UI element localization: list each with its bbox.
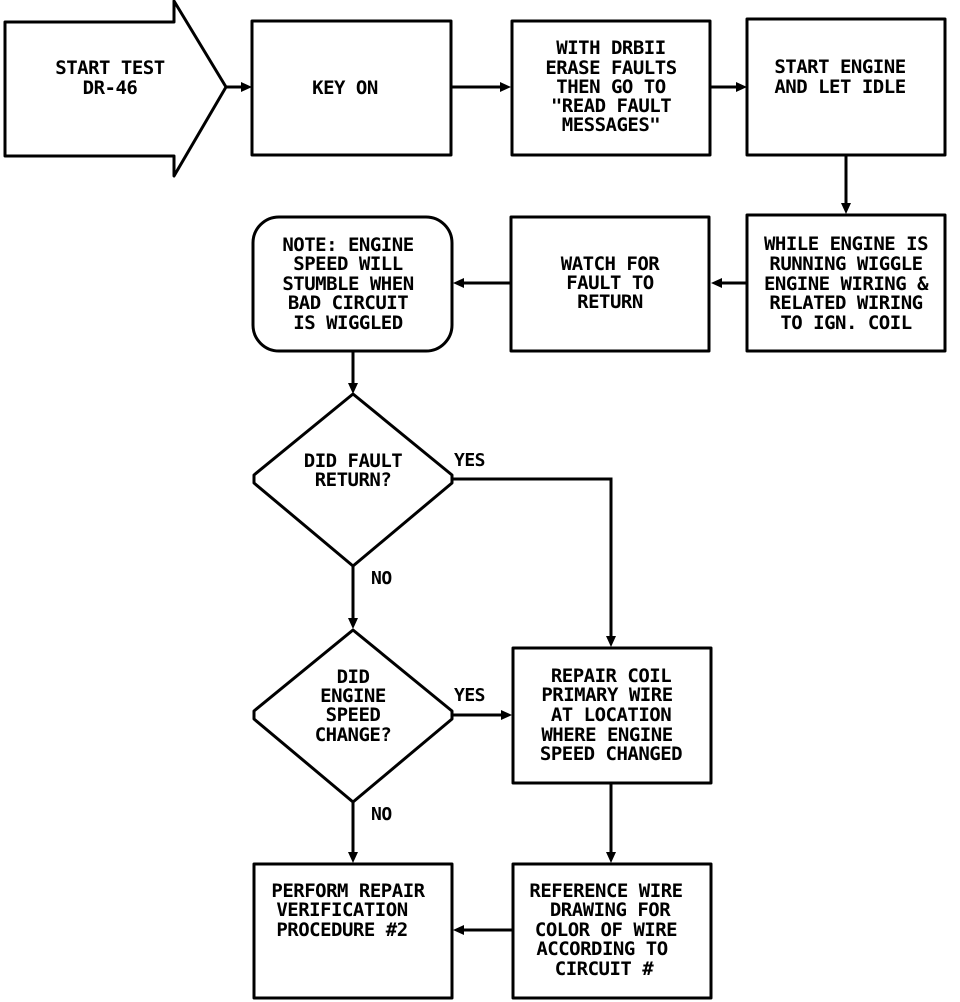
- watch-line-1: WATCH FOR: [561, 253, 661, 275]
- repair-coil-line-2: PRIMARY WIRE: [541, 684, 672, 706]
- node-wiggle-wiring[interactable]: WHILE ENGINE IS RUNNING WIGGLE ENGINE WI…: [745, 213, 947, 353]
- decision-fault-diamond: [252, 392, 454, 568]
- node-start-test[interactable]: START TEST DR-46: [3, 0, 228, 178]
- watch-line-2: FAULT TO: [566, 272, 654, 294]
- edge-watch-to-note: [453, 278, 511, 288]
- erase-faults-line-1: WITH DRBII: [556, 37, 665, 59]
- start-line-2: DR-46: [83, 77, 138, 99]
- start-engine-box: [745, 17, 947, 157]
- reference-wire-line-2: DRAWING FOR: [550, 899, 671, 921]
- decision-speed-line-3: SPEED: [326, 704, 381, 726]
- reference-wire-box: [511, 862, 713, 1000]
- erase-faults-line-5: MESSAGES": [562, 114, 660, 136]
- note-line-3: STUMBLE WHEN: [282, 273, 413, 295]
- reference-wire-line-4: ACCORDING TO: [536, 938, 667, 960]
- erase-faults-line-4: "READ FAULT: [551, 95, 671, 117]
- erase-faults-box: [510, 19, 712, 157]
- decision-speed-line-4: CHANGE?: [315, 724, 392, 746]
- edge-note-to-decision-fault: [348, 352, 358, 394]
- verification-box: [252, 862, 454, 1000]
- watch-line-3: RETURN: [577, 291, 643, 313]
- note-line-2: SPEED WILL: [293, 253, 402, 275]
- connectors: [226, 82, 851, 935]
- node-start-engine[interactable]: START ENGINE AND LET IDLE: [745, 17, 947, 157]
- edge-decision-speed-no: [348, 802, 358, 863]
- note-box: [251, 215, 454, 353]
- edge-wiggle-to-watch: [711, 278, 747, 288]
- decision-speed-line-1: DID: [337, 666, 370, 688]
- node-watch-fault[interactable]: WATCH FOR FAULT TO RETURN: [509, 215, 711, 353]
- edge-erase-faults-to-start-engine: [710, 82, 747, 92]
- key-on-box: [250, 19, 453, 157]
- edge-start-engine-to-wiggle: [841, 155, 851, 214]
- edge-decision-fault-no: [348, 566, 358, 629]
- wiggle-line-1: WHILE ENGINE IS: [764, 233, 928, 255]
- wiggle-line-5: TO IGN. COIL: [780, 312, 911, 334]
- repair-coil-line-1: REPAIR COIL: [551, 665, 671, 687]
- decision-speed-yes-label: YES: [454, 685, 485, 706]
- node-perform-verification[interactable]: PERFORM REPAIR VERIFICATION PROCEDURE #2: [252, 862, 454, 1000]
- node-decision-speed-change[interactable]: DID ENGINE SPEED CHANGE?: [252, 628, 454, 804]
- decision-speed-diamond: [252, 628, 454, 804]
- note-line-4: BAD CIRCUIT: [288, 292, 408, 314]
- node-erase-faults[interactable]: WITH DRBII ERASE FAULTS THEN GO TO "READ…: [510, 19, 712, 157]
- erase-faults-line-3: THEN GO TO: [556, 76, 665, 98]
- edge-decision-fault-yes: [452, 477, 616, 647]
- repair-coil-line-3: AT LOCATION: [551, 704, 671, 726]
- node-repair-coil[interactable]: REPAIR COIL PRIMARY WIRE AT LOCATION WHE…: [511, 646, 713, 785]
- reference-wire-line-1: REFERENCE WIRE: [529, 880, 682, 902]
- wiggle-line-4: RELATED WIRING: [769, 292, 922, 314]
- start-engine-line-1: START ENGINE: [774, 56, 905, 78]
- start-arrow-shape: [3, 0, 228, 178]
- decision-speed-no-label: NO: [371, 804, 392, 825]
- reference-wire-line-5: CIRCUIT #: [555, 958, 655, 980]
- node-decision-fault-return[interactable]: DID FAULT RETURN?: [252, 392, 454, 568]
- decision-fault-line-2: RETURN?: [315, 469, 392, 491]
- node-reference-wire[interactable]: REFERENCE WIRE DRAWING FOR COLOR OF WIRE…: [511, 862, 713, 1000]
- key-on-label: KEY ON: [312, 77, 378, 99]
- verification-line-2: VERIFICATION: [276, 899, 407, 921]
- note-line-5: IS WIGGLED: [293, 312, 402, 334]
- repair-coil-box: [511, 646, 713, 785]
- watch-box: [509, 215, 711, 353]
- wiggle-line-2: RUNNING WIGGLE: [769, 253, 922, 275]
- wiggle-box: [745, 213, 947, 353]
- erase-faults-line-2: ERASE FAULTS: [545, 57, 676, 79]
- start-line-1: START TEST: [55, 57, 164, 79]
- decision-fault-line-1: DID FAULT: [304, 450, 403, 472]
- verification-line-3: PROCEDURE #2: [276, 919, 407, 941]
- decision-speed-line-2: ENGINE: [320, 685, 386, 707]
- verification-line-1: PERFORM REPAIR: [271, 880, 425, 902]
- edge-start-to-key-on: [226, 82, 252, 92]
- decision-fault-yes-label: YES: [454, 450, 485, 471]
- edge-decision-speed-yes: [452, 710, 512, 720]
- wiggle-line-3: ENGINE WIRING &: [764, 273, 929, 295]
- node-key-on[interactable]: KEY ON: [250, 19, 453, 157]
- repair-coil-line-4: WHERE ENGINE: [541, 724, 672, 746]
- edge-key-on-to-erase-faults: [451, 82, 511, 92]
- reference-wire-line-3: COLOR OF WIRE: [535, 919, 677, 941]
- edge-reference-to-verification: [453, 925, 513, 935]
- start-engine-line-2: AND LET IDLE: [774, 76, 905, 98]
- decision-fault-no-label: NO: [371, 568, 392, 589]
- node-note[interactable]: NOTE: ENGINE SPEED WILL STUMBLE WHEN BAD…: [251, 215, 454, 353]
- edge-repair-to-reference: [606, 783, 616, 863]
- repair-coil-line-5: SPEED CHANGED: [540, 743, 682, 765]
- note-line-1: NOTE: ENGINE: [282, 234, 413, 256]
